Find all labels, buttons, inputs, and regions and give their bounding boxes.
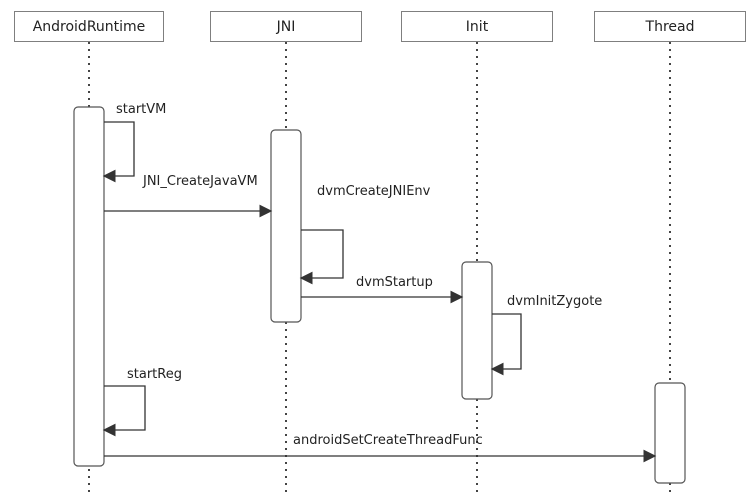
activation-jni: [270, 129, 302, 323]
message-startvm-arrow: [102, 121, 135, 183]
message-jni-createjavavm-label: JNI_CreateJavaVM: [142, 174, 258, 189]
message-startvm-label: startVM: [116, 102, 166, 117]
message-dvminitzygote-label: dvmInitZygote: [507, 294, 602, 309]
message-dvminitzygote-arrow: [490, 313, 522, 376]
activation-androidruntime: [73, 106, 105, 467]
actor-init-label: Init: [465, 18, 489, 35]
message-dvmcreatejnienv-label: dvmCreateJNIEnv: [317, 184, 431, 199]
lifelines: [88, 42, 671, 497]
actor-jni: JNI: [210, 11, 362, 42]
message-androidsetcreatethreadfunc-label: androidSetCreateThreadFunc: [293, 433, 483, 448]
activation-thread: [654, 382, 686, 484]
actor-thread: Thread: [594, 11, 746, 42]
message-dvmstartup-label: dvmStartup: [356, 275, 433, 290]
message-startreg-arrow: [102, 385, 146, 437]
messages: startVM JNI_CreateJavaVM dvmCreateJNIEnv…: [102, 102, 657, 463]
activation-init: [461, 261, 493, 400]
activation-bars: [73, 106, 686, 484]
message-dvmcreatejnienv-arrow: [299, 229, 344, 285]
actor-jni-label: JNI: [276, 18, 296, 35]
actor-androidruntime: AndroidRuntime: [14, 11, 164, 42]
message-startreg-label: startReg: [127, 367, 182, 382]
actor-androidruntime-label: AndroidRuntime: [32, 18, 146, 35]
actor-init: Init: [401, 11, 553, 42]
actor-thread-label: Thread: [645, 18, 695, 35]
